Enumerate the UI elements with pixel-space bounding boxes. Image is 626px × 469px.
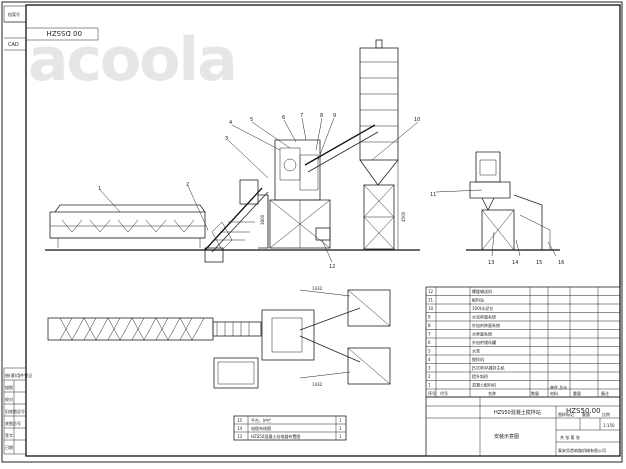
end-view (466, 151, 560, 251)
parts-row-no: 10 (428, 306, 434, 311)
title-block: HZS50混凝土搅拌站 HZS50.00 安装示意图 泰安岳首筑路机械有限公司 … (425, 396, 621, 457)
balloon-1: 1 (98, 186, 101, 192)
balloon-8: 8 (320, 113, 323, 119)
parts-row-no: 3 (428, 366, 431, 371)
parts-header-cell: 备注 (601, 390, 609, 396)
parts-header-cell: 数量 (531, 390, 539, 396)
parts-row-no: 8 (428, 323, 431, 328)
bottom-row-qty: 1 (339, 434, 342, 439)
tab-label-5: 签字 (5, 432, 13, 438)
tab-label-1: 描图 (5, 384, 13, 390)
title-header-2: 比例 (602, 411, 610, 417)
balloon-16: 16 (558, 260, 564, 266)
balloon-12: 12 (329, 264, 335, 270)
parts-row-no: 2 (428, 374, 431, 379)
balloon-2: 2 (186, 182, 189, 188)
parts-row-no: 4 (428, 357, 431, 362)
balloon-7: 7 (300, 113, 303, 119)
balloon-10: 10 (414, 117, 420, 123)
balloon-5: 5 (250, 117, 253, 123)
title-header-0: 图样标记 (558, 411, 574, 417)
parts-row-no: 12 (428, 289, 434, 294)
bottom-row-name: 电缆布线图 (251, 425, 271, 431)
part-balloons (99, 117, 557, 263)
tab-label-0: 借(通)用件登记 (5, 372, 32, 378)
balloon-14: 14 (512, 260, 518, 266)
balloon-13: 13 (488, 260, 494, 266)
drawing-number-text: 00 DSSZH (47, 29, 82, 37)
dim-height-1: 3800 (260, 214, 265, 225)
bottom-row-name: 平台、护栏 (251, 417, 271, 423)
plan-view: 1432 1432 (47, 286, 391, 389)
tab-label-2: 校对 (5, 396, 13, 402)
title-header-1: 重量 (582, 411, 590, 417)
bottom-row-no: 15 (237, 418, 243, 423)
parts-row-name: 100t水泥仓 (472, 305, 493, 311)
title-sheet-info: 共 张 第 张 (560, 434, 580, 440)
parts-header-cell: 重量 (573, 390, 581, 396)
balloon-4: 4 (229, 120, 232, 126)
dim-plan-2: 1432 (312, 382, 323, 387)
parts-header-cell: 名称 (488, 390, 496, 396)
parts-row-name: 外加剂储存罐 (472, 339, 496, 345)
bottom-row-no: 13 (237, 434, 243, 439)
inner-border (25, 4, 621, 457)
parts-header-cell: 材料 (550, 390, 558, 396)
parts-row-name: 螺旋输送机 (472, 288, 492, 294)
parts-row-no: 7 (428, 332, 431, 337)
bottom-row-qty: 1 (339, 418, 342, 423)
parts-row-name: 搅拌机 (472, 356, 484, 362)
balloon-9: 9 (333, 113, 336, 119)
bottom-list-table: 15 平台、护栏 1 14 电缆布线图 1 13 HZS50混凝土站电器布置图 1 (233, 415, 347, 441)
tab-label-6: 日期 (5, 444, 13, 450)
outer-frame (1, 1, 623, 463)
title-drawing-code: HZS50.00 (566, 407, 601, 415)
tab-label-3: 旧底图总号 (5, 408, 25, 414)
dim-plan-1: 1432 (312, 286, 323, 291)
parts-row-name: 提升斜桥 (472, 373, 488, 379)
left-margin-tabs: 档案号 CAD 借(通)用件登记 描图 校对 旧底图总号 底图总号 签字 日期 (3, 5, 32, 455)
parts-row-name: 水称量系统 (472, 331, 492, 337)
title-drawing-name: 安装示意图 (494, 433, 519, 440)
parts-header-cell: 序号 (428, 390, 436, 396)
parts-row-name: 混凝土配料机 (472, 382, 496, 388)
parts-row-no: 6 (428, 340, 431, 345)
parts-row-no: 11 (428, 298, 434, 303)
bottom-row-name: HZS50混凝土站电器布置图 (251, 433, 300, 439)
parts-row-no: 9 (428, 315, 431, 320)
balloon-6: 6 (282, 115, 285, 121)
parts-row-name: 水泵 (472, 348, 480, 354)
parts-header-cell: 代号 (440, 390, 448, 396)
title-project: HZS50混凝土搅拌站 (494, 409, 541, 416)
parts-row-name: 水泥称量系统 (472, 314, 496, 320)
tab-label-4: 底图总号 (5, 420, 21, 426)
bottom-row-no: 14 (237, 426, 243, 431)
title-company: 泰安岳首筑路机械有限公司 (558, 447, 606, 453)
parts-row-no: 5 (428, 349, 431, 354)
balloon-11: 11 (430, 192, 436, 198)
parts-row-name: 配料站 (472, 297, 484, 303)
parts-row-name: 外加剂称量系统 (472, 322, 500, 328)
watermark-logo: acoola (28, 25, 236, 95)
parts-header-weight-sub: 单件 总计 (550, 384, 567, 390)
parts-row-no: 1 (428, 383, 431, 388)
balloon-15: 15 (536, 260, 542, 266)
balloon-3: 3 (225, 136, 228, 142)
drawing-number-box (25, 27, 99, 41)
title-scale: 1:150 (603, 423, 615, 428)
parts-row-name: JS1000A搅拌主机 (471, 365, 505, 371)
bottom-row-qty: 1 (339, 426, 342, 431)
archive-label: 档案号 (8, 11, 20, 17)
side-elevation: 3800 4500 (45, 39, 420, 263)
cad-label: CAD (8, 42, 19, 48)
dim-height-2: 4500 (401, 211, 406, 222)
